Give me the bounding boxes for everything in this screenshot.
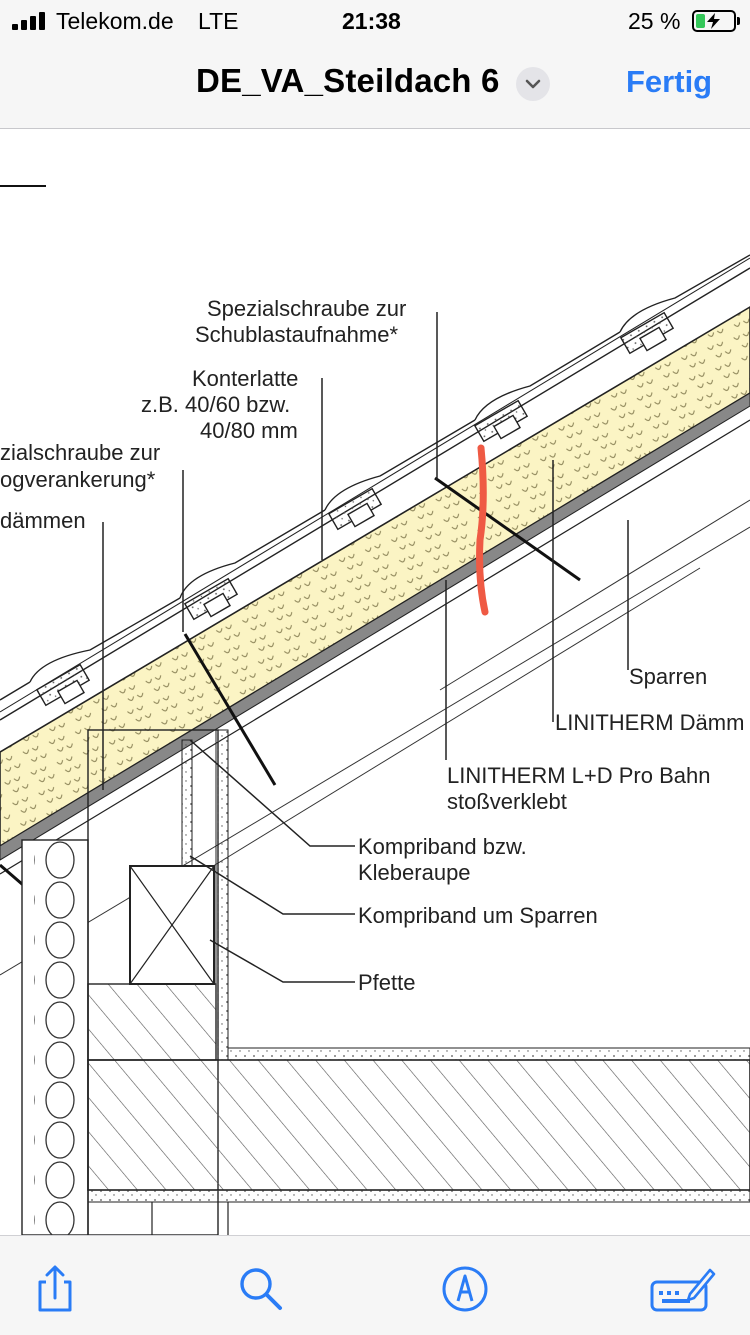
label-linitherm-bahn-2: stoßverklebt: [447, 789, 567, 814]
chevron-down-icon: [525, 79, 541, 89]
carrier-name: Telekom.de: [56, 8, 174, 34]
leader-lines: [102, 312, 629, 983]
annotate-button[interactable]: [650, 1264, 716, 1314]
network-type: LTE: [198, 8, 239, 34]
rafter-lines: [0, 499, 750, 976]
label-kompriband-2: Kleberaupe: [358, 860, 471, 885]
nav-bar: [0, 44, 750, 129]
label-konterlatte-2: z.B. 40/60 bzw.: [141, 392, 290, 417]
label-daemmen: dämmen: [0, 508, 86, 533]
search-button[interactable]: [236, 1264, 286, 1314]
label-linitherm-daemm: LINITHERM Dämm: [555, 710, 744, 735]
red-markup-stroke: [476, 444, 489, 616]
roof-tiles: [0, 254, 750, 701]
floor-slab: [87, 1047, 750, 1235]
wall: [21, 729, 229, 1235]
markup-button[interactable]: [440, 1264, 490, 1314]
roof-section-drawing: Spezialschraube zur Schublastaufnahme* K…: [0, 185, 750, 1235]
status-bar: Telekom.de LTE 21:38 25 %: [0, 0, 750, 44]
done-button[interactable]: Fertig: [626, 64, 713, 99]
charging-bolt-icon: [707, 13, 720, 29]
label-pfette: Pfette: [358, 970, 415, 995]
label-spezialschraube-sog-2: ogverankerung*: [0, 467, 156, 492]
purlin: [129, 739, 215, 985]
share-button[interactable]: [30, 1264, 80, 1314]
share-icon: [38, 1265, 72, 1312]
clock: 21:38: [342, 8, 401, 34]
battery-percent: 25 %: [628, 8, 681, 34]
battery-icon: [692, 10, 740, 32]
label-spezialschraube-sog-1: zialschraube zur: [0, 440, 160, 465]
label-linitherm-bahn-1: LINITHERM L+D Pro Bahn: [447, 763, 710, 788]
bottom-toolbar: [0, 1235, 750, 1335]
annotate-icon: [650, 1268, 716, 1312]
insulation-band: [0, 306, 750, 847]
battery-fill: [696, 14, 705, 28]
document-title[interactable]: DE_VA_Steildach 6: [196, 62, 500, 99]
signal-icon: [12, 12, 46, 30]
title-menu-button[interactable]: [516, 67, 550, 101]
label-spezialschraube-schub-1: Spezialschraube zur: [207, 296, 406, 321]
search-icon: [240, 1268, 282, 1310]
markup-icon: [442, 1266, 488, 1312]
label-kompriband-1: Kompriband bzw.: [358, 834, 527, 859]
label-konterlatte-3: 40/80 mm: [200, 418, 298, 443]
label-konterlatte-1: Konterlatte: [192, 366, 298, 391]
document-view[interactable]: Spezialschraube zur Schublastaufnahme* K…: [0, 129, 750, 1235]
tile-battens: [35, 311, 675, 707]
label-spezialschraube-schub-2: Schublastaufnahme*: [195, 322, 398, 347]
label-sparren: Sparren: [629, 664, 707, 689]
label-kompriband-sparren: Kompriband um Sparren: [358, 903, 598, 928]
